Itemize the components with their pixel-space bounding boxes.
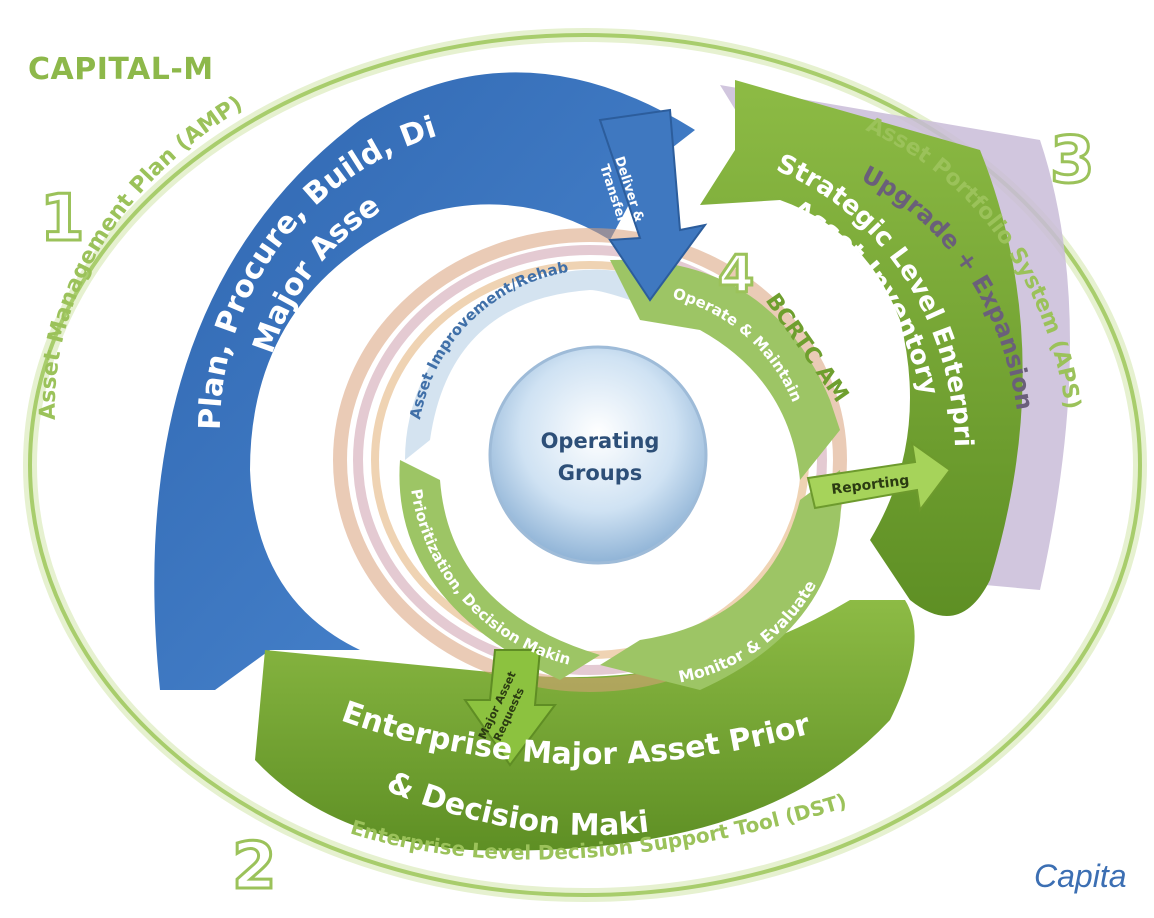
requests-arrow <box>463 649 557 767</box>
stage2-arc <box>255 600 915 851</box>
footer-caption: Capita <box>1034 858 1127 894</box>
stage1-arc <box>154 72 696 690</box>
stage-number-2: 2 <box>232 830 277 904</box>
outer-ring <box>28 33 1142 897</box>
operating-groups-sphere <box>488 345 708 565</box>
stage-number-3: 3 <box>1050 124 1095 198</box>
stage-number-4: 4 <box>718 245 754 305</box>
page-title: CAPITAL-M <box>28 52 214 87</box>
stage-number-1: 1 <box>40 182 85 256</box>
segment-oplevel <box>399 460 600 680</box>
reporting-arrow <box>806 440 952 513</box>
deliver-transfer-arrow <box>598 108 708 302</box>
segment-operate <box>610 259 840 480</box>
center-line2: Groups <box>558 461 643 485</box>
segment-improve <box>404 245 660 460</box>
segment-monitor <box>600 470 842 690</box>
center-line1: Operating <box>541 429 660 453</box>
